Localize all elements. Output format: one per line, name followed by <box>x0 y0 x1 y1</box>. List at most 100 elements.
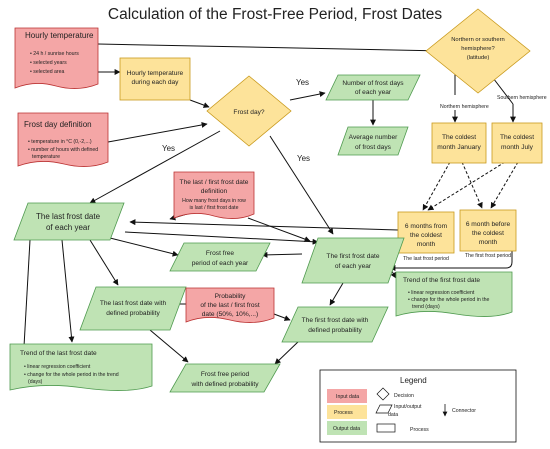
diagram-title: Calculation of the Frost-Free Period, Fr… <box>108 6 442 23</box>
svg-text:hemisphere?: hemisphere? <box>461 46 495 52</box>
legend-input-label: Input data <box>336 394 359 400</box>
svg-text:The last / first frost date: The last / first frost date <box>180 179 249 186</box>
edge-last-to-first <box>124 231 319 245</box>
svg-text:during each day: during each day <box>132 79 180 86</box>
edge-first-to-ffp <box>261 251 303 258</box>
svg-text:temperature: temperature <box>32 154 60 160</box>
svg-text:definition: definition <box>201 188 228 195</box>
svg-text:month: month <box>479 239 498 246</box>
svg-text:Frost day definition: Frost day definition <box>24 120 92 129</box>
edge-firstprob-to-ffpprob <box>274 339 301 365</box>
legend-input-swatch <box>327 389 367 403</box>
edge-frost-to-num-days <box>289 91 326 101</box>
node-frost-day-decision: Frost day? <box>206 75 292 147</box>
svg-text:(days): (days) <box>28 379 43 385</box>
legend-process-swatch <box>327 405 367 419</box>
svg-text:of each year: of each year <box>46 223 90 232</box>
node-first-frost-date: The first frost date of each year <box>301 237 405 284</box>
edge-def-to-frost <box>107 122 208 143</box>
edge-hourly-to-hemisphere <box>97 43 446 54</box>
edge-last-to-lastprob <box>89 239 119 286</box>
svg-text:of each year: of each year <box>335 263 372 270</box>
svg-text:• change for the whole period: • change for the whole period in the <box>408 297 490 303</box>
svg-text:of the last / first frost: of the last / first frost <box>200 302 260 309</box>
svg-text:Northern or southern: Northern or southern <box>451 37 505 43</box>
edge-six-from-to-last <box>129 219 399 231</box>
legend-output-swatch <box>327 421 367 435</box>
legend-io-label-1: Input/output <box>394 404 422 410</box>
svg-text:Average number: Average number <box>349 134 398 141</box>
svg-text:The coldest: The coldest <box>500 134 534 141</box>
svg-text:Frost free: Frost free <box>206 250 235 257</box>
legend-title: Legend <box>400 376 427 385</box>
svg-text:How many frost days in row: How many frost days in row <box>182 198 246 204</box>
edge-first-to-firstprob <box>329 282 344 306</box>
edge-six-before-to-first <box>389 250 513 271</box>
svg-text:• number of hours with defined: • number of hours with defined <box>28 147 98 153</box>
svg-text:date (50%, 10%,...): date (50%, 10%,...) <box>202 311 258 318</box>
svg-text:defined probability: defined probability <box>308 327 362 334</box>
northern-hemisphere-label: Northern hemisphere <box>440 104 489 110</box>
edge-def-to-first <box>247 217 311 242</box>
svg-text:with defined probability: with defined probability <box>190 381 259 388</box>
node-number-frost-days: Number of frost days of each year <box>325 74 421 101</box>
node-coldest-july: The coldest month July <box>491 122 543 164</box>
node-hourly-each-day: Hourly temperature during each day <box>119 57 191 101</box>
node-first-frost-probability: The first frost date with defined probab… <box>281 306 389 343</box>
node-probability-input: Probability of the last / first frost da… <box>185 287 275 323</box>
edge-lastprob-to-ffpprob <box>149 329 189 363</box>
legend-process-label: Process <box>334 410 353 416</box>
svg-text:Trend of the first frost date: Trend of the first frost date <box>403 277 480 284</box>
node-last-frost-probability: The last frost date with defined probabi… <box>79 286 187 331</box>
svg-text:• temperature in °C (0,-2,...): • temperature in °C (0,-2,...) <box>28 139 92 145</box>
edge-label-yes-1: Yes <box>296 78 309 87</box>
edge-jan-to-six-before <box>461 161 483 209</box>
node-six-months-before: 6 month before the coldest month The fir… <box>459 209 517 259</box>
svg-text:• linear regression coefficien: • linear regression coefficient <box>24 364 91 370</box>
node-last-first-definition: The last / first frost date definition H… <box>173 171 255 219</box>
edge-frost-to-first <box>269 135 334 235</box>
svg-text:6 months from: 6 months from <box>405 223 448 230</box>
node-last-frost-date: The last frost date of each year <box>13 202 125 241</box>
node-frost-free-probability: Frost free period with defined probabili… <box>169 363 281 393</box>
svg-text:The last frost date with: The last frost date with <box>100 300 167 307</box>
node-six-months-from: 6 months from the coldest month The last… <box>397 211 455 262</box>
svg-text:Trend of the last frost date: Trend of the last frost date <box>20 350 97 357</box>
svg-text:The last frost date: The last frost date <box>36 212 101 221</box>
svg-text:month July: month July <box>501 144 534 151</box>
svg-text:month: month <box>417 241 436 248</box>
legend-process-shape-label: Process <box>410 427 429 433</box>
svg-text:of frost days: of frost days <box>355 144 392 151</box>
svg-text:period of each year: period of each year <box>192 260 249 267</box>
edge-last-to-ffp <box>109 237 179 257</box>
svg-text:defined probability: defined probability <box>106 310 160 317</box>
node-frost-day-definition: Frost day definition • temperature in °C… <box>17 112 109 167</box>
node-trend-first-frost: Trend of the first frost date • linear r… <box>395 271 513 317</box>
legend-decision-label: Decision <box>394 393 414 399</box>
svg-text:the coldest: the coldest <box>472 230 504 237</box>
southern-hemisphere-label: Southern hemisphere <box>497 95 547 101</box>
edge-last-to-trendlast <box>61 239 75 343</box>
edge-jul-to-six-before <box>490 161 519 209</box>
legend-decision-shape <box>376 387 390 401</box>
svg-text:• linear regression coefficien: • linear regression coefficient <box>408 290 475 296</box>
svg-text:Hourly temperature: Hourly temperature <box>127 70 184 77</box>
svg-text:The first frost date: The first frost date <box>326 253 379 260</box>
svg-text:• selected area: • selected area <box>30 69 65 75</box>
svg-text:of each year: of each year <box>355 89 392 96</box>
node-hemisphere-decision: Northern or southern hemisphere? (latitu… <box>425 8 531 94</box>
svg-text:The coldest: The coldest <box>442 134 476 141</box>
edge-jan-to-six-from <box>422 161 451 211</box>
svg-text:The first frost period: The first frost period <box>465 253 511 259</box>
svg-text:The last frost period: The last frost period <box>403 256 449 262</box>
edge-jul-to-six-from <box>427 161 506 211</box>
svg-text:Number of frost days: Number of frost days <box>342 80 404 87</box>
svg-text:• selected years: • selected years <box>30 60 67 66</box>
svg-text:6 month before: 6 month before <box>466 221 511 228</box>
svg-text:Probability: Probability <box>215 293 246 300</box>
edge-label-yes-2: Yes <box>162 144 175 153</box>
legend: Legend Input data Process Output data De… <box>319 369 517 443</box>
svg-text:Frost free period: Frost free period <box>201 371 250 378</box>
legend-output-label: Output data <box>333 426 360 432</box>
